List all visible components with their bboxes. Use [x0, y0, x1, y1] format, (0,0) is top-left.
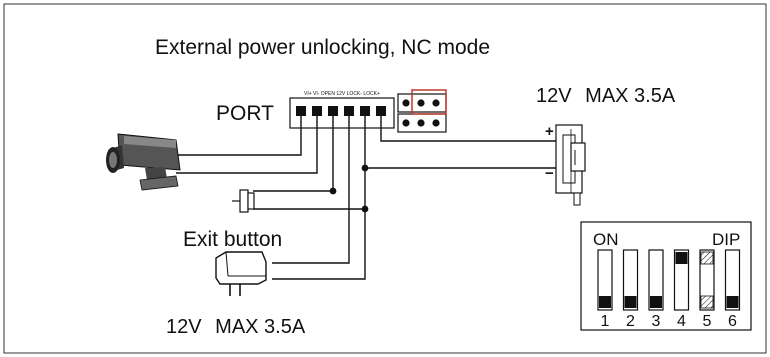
wire-camera-signal — [176, 116, 302, 156]
port-pin-3 — [328, 106, 338, 116]
junction-dot-1 — [361, 164, 369, 172]
dip-switch-knob — [624, 296, 637, 308]
dip-switch-number: 4 — [677, 313, 686, 330]
dip-switch-1: 1 — [597, 249, 613, 330]
power-rating-voltage: 12V — [166, 316, 202, 338]
dip-on-label: ON — [593, 230, 619, 249]
lock-minus-sign: − — [545, 165, 554, 182]
junction-dot-3 — [329, 187, 337, 195]
wire-power-positive — [272, 116, 350, 264]
port-pin-2 — [312, 106, 322, 116]
lock-rating-current: MAX 3.5A — [585, 85, 676, 107]
wire-lock-minus — [272, 116, 366, 280]
port-pin-6 — [376, 106, 386, 116]
power-rating: 12V MAX 3.5A — [166, 316, 306, 338]
lock-rating: 12V MAX 3.5A — [536, 85, 676, 107]
port-pin-labels: VI+ VI- OPEN 12V LOCK- LOCK+ — [304, 91, 380, 97]
exit-button-label: Exit button — [183, 228, 282, 251]
dip-switch-knob — [675, 252, 688, 264]
electric-lock-icon — [555, 124, 586, 206]
jumper-block-icon — [397, 89, 447, 133]
dip-switch-knob — [700, 251, 714, 265]
lock-rating-voltage: 12V — [536, 85, 572, 107]
port-label: PORT — [216, 102, 274, 125]
dip-switch-2: 2 — [622, 249, 639, 330]
camera-icon — [106, 133, 181, 191]
dip-switch-number: 6 — [728, 313, 737, 330]
power-adapter-icon — [215, 251, 267, 296]
port-pin-4 — [344, 106, 354, 116]
dip-switch-5: 5 — [699, 249, 715, 330]
port-pin-1 — [296, 106, 306, 116]
wires — [176, 116, 556, 280]
wire-camera-ground — [176, 116, 318, 174]
exit-button-icon — [232, 189, 255, 213]
junction-dot-2 — [361, 205, 369, 213]
diagram-border — [3, 3, 767, 354]
wire-lock-plus — [380, 116, 556, 142]
dip-switch-number: 5 — [703, 313, 712, 330]
power-rating-current: MAX 3.5A — [215, 316, 306, 338]
lock-plus-sign: + — [545, 123, 554, 140]
dip-switch-knob — [650, 296, 662, 308]
dip-switch-4: 4 — [673, 249, 690, 330]
dip-label: DIP — [712, 230, 740, 249]
dip-switch-knob — [599, 296, 611, 308]
dip-switch-number: 1 — [601, 313, 610, 330]
dip-switch-6: 6 — [724, 249, 741, 330]
dip-switch-knob — [726, 296, 739, 308]
dip-switch-number: 3 — [652, 313, 661, 330]
dip-switch-knob — [700, 295, 714, 309]
diagram-title: External power unlocking, NC mode — [155, 36, 490, 59]
dip-switch-number: 2 — [626, 313, 635, 330]
dip-switch-3: 3 — [648, 249, 664, 330]
jumper-highlight — [411, 89, 447, 115]
port-connector: VI+ VI- OPEN 12V LOCK- LOCK+ — [289, 91, 395, 129]
port-pin-5 — [360, 106, 370, 116]
